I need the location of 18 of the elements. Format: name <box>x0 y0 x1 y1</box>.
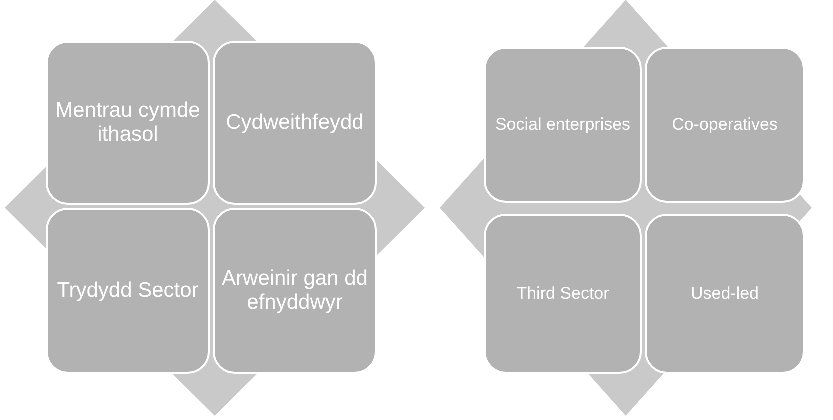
box-text: Cydweithfeydd <box>226 111 364 135</box>
rounded-box <box>46 41 210 205</box>
box-text: Used-led <box>690 284 760 304</box>
box-text: Third Sector <box>516 284 610 304</box>
rounded-box <box>645 47 805 203</box>
rounded-box <box>213 41 377 205</box>
box-text: Trydydd Sector <box>57 279 199 303</box>
rounded-box <box>46 208 210 374</box>
diamond-shape <box>5 0 425 416</box>
box-text: Mentrau cymdeithasol <box>54 99 202 147</box>
box-text: Co-operatives <box>672 115 778 135</box>
box-text: Arweinir gan ddefnyddwyr <box>221 267 369 315</box>
rounded-box <box>484 47 642 203</box>
rounded-box <box>645 214 805 374</box>
diamond-shape <box>440 0 812 416</box>
rounded-box <box>484 214 642 374</box>
box-text: Social enterprises <box>495 115 631 135</box>
rounded-box <box>213 208 377 374</box>
